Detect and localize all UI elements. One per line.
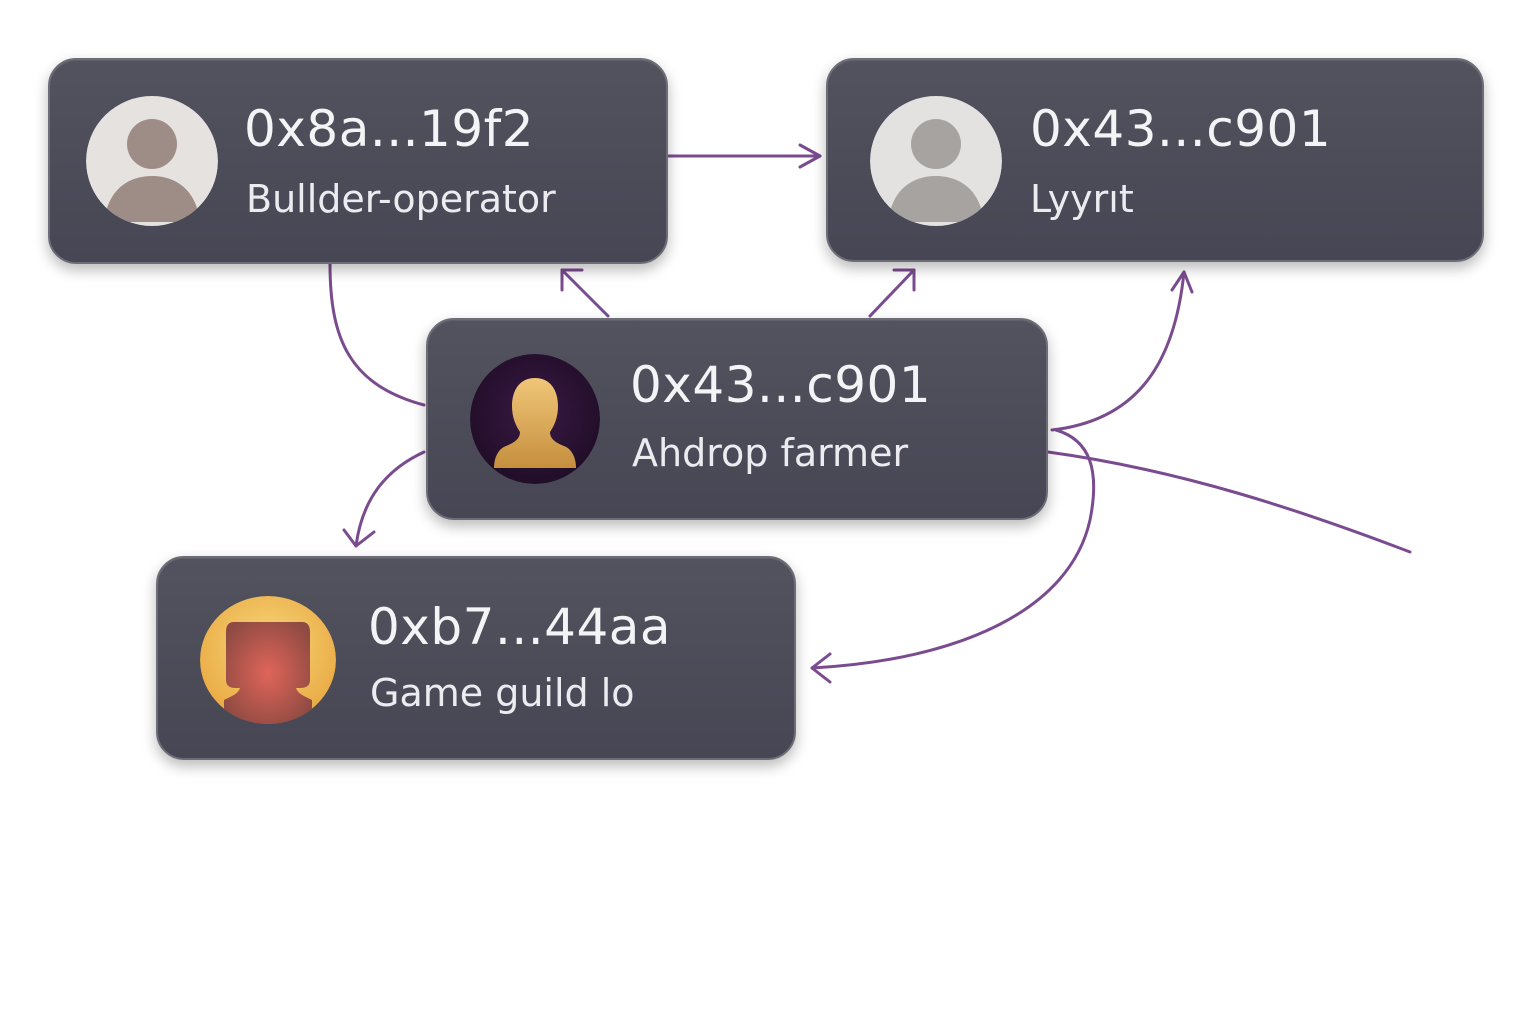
edge-node3-to-node4 [354,450,426,548]
wallet-card-0x43-ahdrop[interactable]: 0x43...c901 Ahdrop farmer [426,318,1048,520]
edge-node3-to-node4-loop-arrowhead [810,652,832,684]
edge-node3-to-node2-curved [1050,270,1186,432]
wallet-card-0x43-lyyrit[interactable]: 0x43...c901 Lyyrıt [826,58,1484,262]
edge-node3-to-node1-arrowhead [560,268,584,292]
person-avatar-icon [86,96,218,226]
edge-node3-to-node1 [560,268,610,318]
orange-person-avatar-icon [200,596,336,724]
edge-node3-to-node2 [868,268,916,318]
person-avatar-icon [870,96,1002,226]
edge-node3-to-node2-arrowhead [892,268,916,292]
edge-node1-to-node3 [328,262,426,407]
edge-node1-to-node2-arrowhead [798,143,822,169]
wallet-address: 0x8a...19f2 [244,100,535,158]
edge-node3-to-node4-loop [810,428,1096,670]
wallet-role: Lyyrıt [1030,177,1134,221]
wallet-card-0x8a[interactable]: 0x8a...19f2 Bullder-operator [48,58,668,264]
wallet-address: 0x43...c901 [1030,100,1332,158]
edge-node3-outgoing [1046,450,1412,554]
edge-node3-to-node4-arrowhead [342,528,376,548]
edge-node3-to-node2-curved-arrowhead [1170,270,1194,294]
wallet-role: Game guild lo [370,671,635,715]
wallet-address: 0xb7...44aa [368,598,672,656]
wallet-card-0xb7[interactable]: 0xb7...44aa Game guild lo [156,556,796,760]
wallet-role: Bullder-operator [246,177,556,221]
gold-bust-avatar-icon [470,354,600,484]
wallet-role: Ahdrop farmer [632,431,909,475]
wallet-address: 0x43...c901 [630,356,932,414]
